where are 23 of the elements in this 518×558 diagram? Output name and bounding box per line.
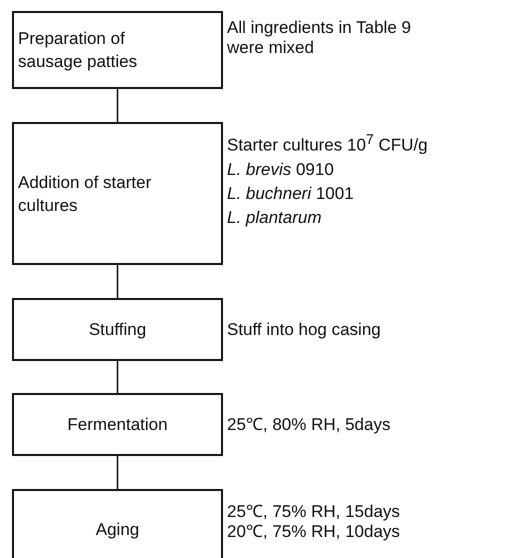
step-label: Preparation of sausage patties xyxy=(18,28,138,73)
connector-line xyxy=(116,456,118,489)
process-box xyxy=(12,122,223,265)
step-note: 25℃, 75% RH, 15days xyxy=(227,502,401,522)
step-note: All ingredients in Table 9 were mixed xyxy=(227,18,412,58)
step-label: Fermentation xyxy=(67,414,168,436)
step-label: Addition of starter cultures xyxy=(18,172,152,216)
step-note: Starter cultures 10$^{7}$ CFU/g xyxy=(227,131,429,157)
step-note: L. plantarum xyxy=(227,206,322,229)
step-note: L. brevis 0910 xyxy=(227,158,335,181)
step-note: L. buchneri 1001 xyxy=(227,182,355,205)
process-box xyxy=(12,489,223,558)
step-note: 25℃, 80% RH, 5days xyxy=(227,414,392,434)
process-box xyxy=(12,298,223,361)
step-note: Stuff into hog casing xyxy=(227,320,382,340)
connector-line xyxy=(116,361,118,393)
step-note: 20℃, 75% RH, 10days xyxy=(227,522,401,542)
connector-line xyxy=(116,265,118,298)
process-box xyxy=(12,393,223,456)
step-label: Stuffing xyxy=(88,319,146,341)
process-box xyxy=(12,11,223,89)
step-label: Aging xyxy=(96,518,140,540)
connector-line xyxy=(116,89,118,122)
